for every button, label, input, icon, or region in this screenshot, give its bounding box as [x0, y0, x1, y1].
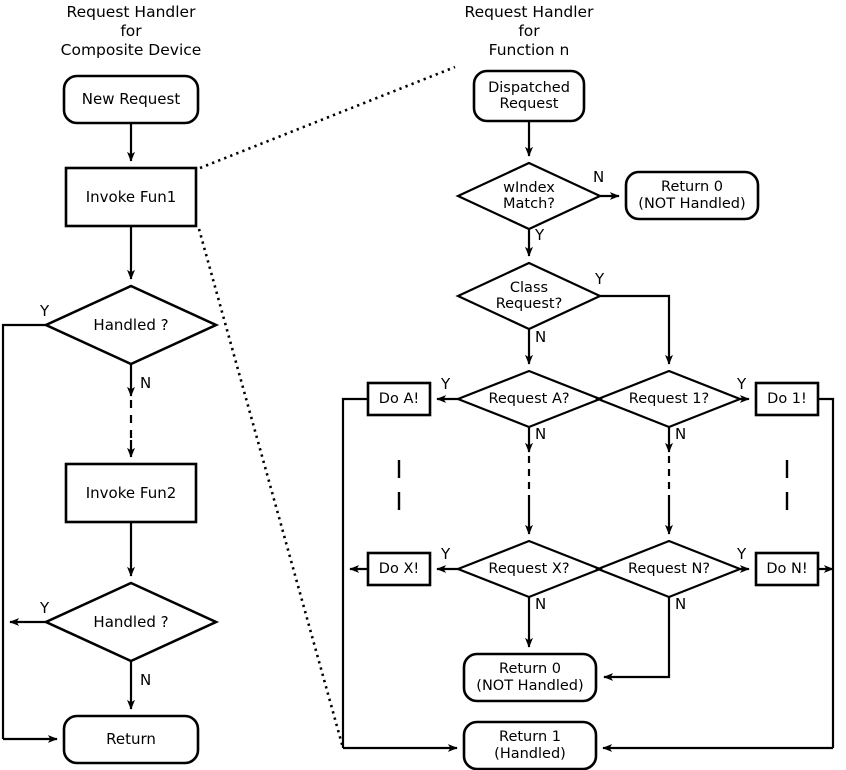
edge-label-request-a-no: N [535, 425, 547, 443]
edge-requestn-no-to-return0 [603, 597, 671, 681]
title-right: Request Handler for Function n [464, 3, 594, 59]
callout-line-bottom [197, 228, 345, 749]
node-class-request [455, 261, 603, 331]
node-do-x [366, 551, 432, 587]
node-dispatched-request [472, 69, 586, 123]
edge-label-request-n-yes: Y [737, 545, 747, 563]
edge-label-request-n-no: N [675, 595, 687, 613]
edge-label-handled2-yes: Y [40, 599, 50, 617]
node-return-0-bottom [462, 652, 598, 703]
node-do-1 [754, 381, 820, 417]
edge-label-windex-yes: Y [535, 226, 545, 244]
node-return-left [62, 714, 200, 765]
edge-label-handled1-no: N [140, 374, 152, 392]
node-return-0-top [624, 170, 760, 221]
title-left: Request Handler for Composite Device [60, 3, 202, 59]
node-do-a [366, 381, 432, 417]
node-request-x [455, 539, 603, 599]
node-invoke-fun2 [64, 462, 198, 524]
edge-class-yes-to-request1 [600, 294, 673, 365]
node-invoke-fun1 [64, 166, 198, 228]
edge-doa-to-left-rail [341, 397, 368, 748]
edge-do1-to-right-rail [818, 397, 835, 748]
node-request-n [595, 539, 743, 599]
node-handled-1 [42, 284, 220, 366]
node-handled-2 [42, 581, 220, 663]
edge-label-request-a-yes: Y [441, 375, 451, 393]
node-return-1 [462, 720, 598, 770]
node-windex-match [455, 161, 603, 231]
edge-label-handled2-no: N [140, 671, 152, 689]
node-new-request [62, 74, 200, 125]
edge-label-class-no: N [535, 328, 547, 346]
edge-label-request-x-no: N [535, 595, 547, 613]
edge-label-windex-no: N [593, 168, 605, 186]
edge-label-request-x-yes: Y [441, 545, 451, 563]
edge-handled1-yes-loop [1, 323, 46, 739]
edge-label-request-1-no: N [675, 425, 687, 443]
callout-line-top [199, 65, 456, 170]
node-request-1 [595, 369, 743, 429]
edge-label-handled1-yes: Y [40, 302, 50, 320]
node-do-n [754, 551, 820, 587]
node-request-a [455, 369, 603, 429]
edge-label-request-1-yes: Y [737, 375, 747, 393]
edge-label-class-yes: Y [595, 270, 605, 288]
